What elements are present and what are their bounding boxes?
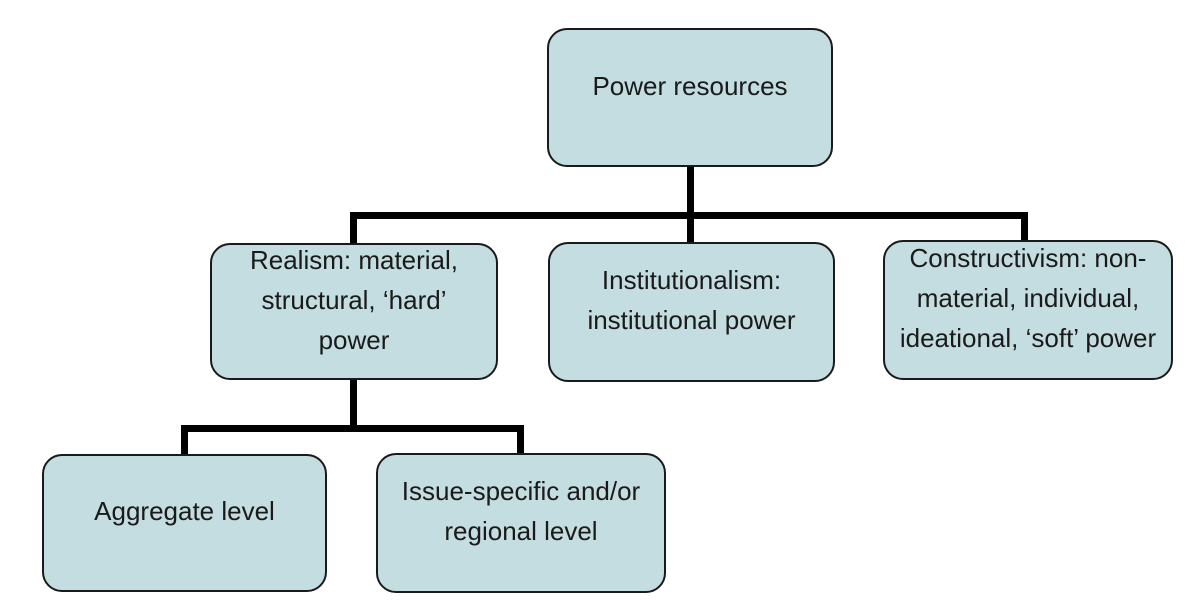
node-power-resources: Power resources	[547, 28, 833, 167]
connector-level1-horizontal	[350, 212, 1028, 219]
node-power-resources-label: Power resources	[592, 70, 788, 101]
connector-stub-aggregate-level	[181, 430, 188, 456]
node-issue-specific-regional-level: Issue-specific and/or regional level	[376, 453, 666, 593]
connector-realism-to-level2-vertical	[350, 378, 357, 430]
connector-root-to-level1-vertical	[687, 165, 694, 244]
node-aggregate-level: Aggregate level	[42, 454, 327, 592]
node-institutionalism-label: Institutionalism: institutional power	[587, 265, 796, 335]
node-issue-specific-regional-level-label: Issue-specific and/or regional level	[401, 476, 641, 546]
node-institutionalism: Institutionalism: institutional power	[548, 242, 835, 382]
connector-stub-constructivism	[1021, 217, 1028, 242]
connector-stub-issue-specific	[517, 430, 524, 455]
node-constructivism-label: Constructivism: non- material, individua…	[899, 243, 1157, 353]
node-constructivism: Constructivism: non- material, individua…	[883, 240, 1173, 380]
node-aggregate-level-label: Aggregate level	[94, 496, 275, 526]
connector-level2-horizontal	[181, 425, 524, 432]
connector-stub-realism	[350, 217, 357, 245]
node-realism-label: Realism: material, structural, ‘hard’ po…	[249, 244, 459, 355]
node-realism: Realism: material, structural, ‘hard’ po…	[210, 243, 498, 380]
